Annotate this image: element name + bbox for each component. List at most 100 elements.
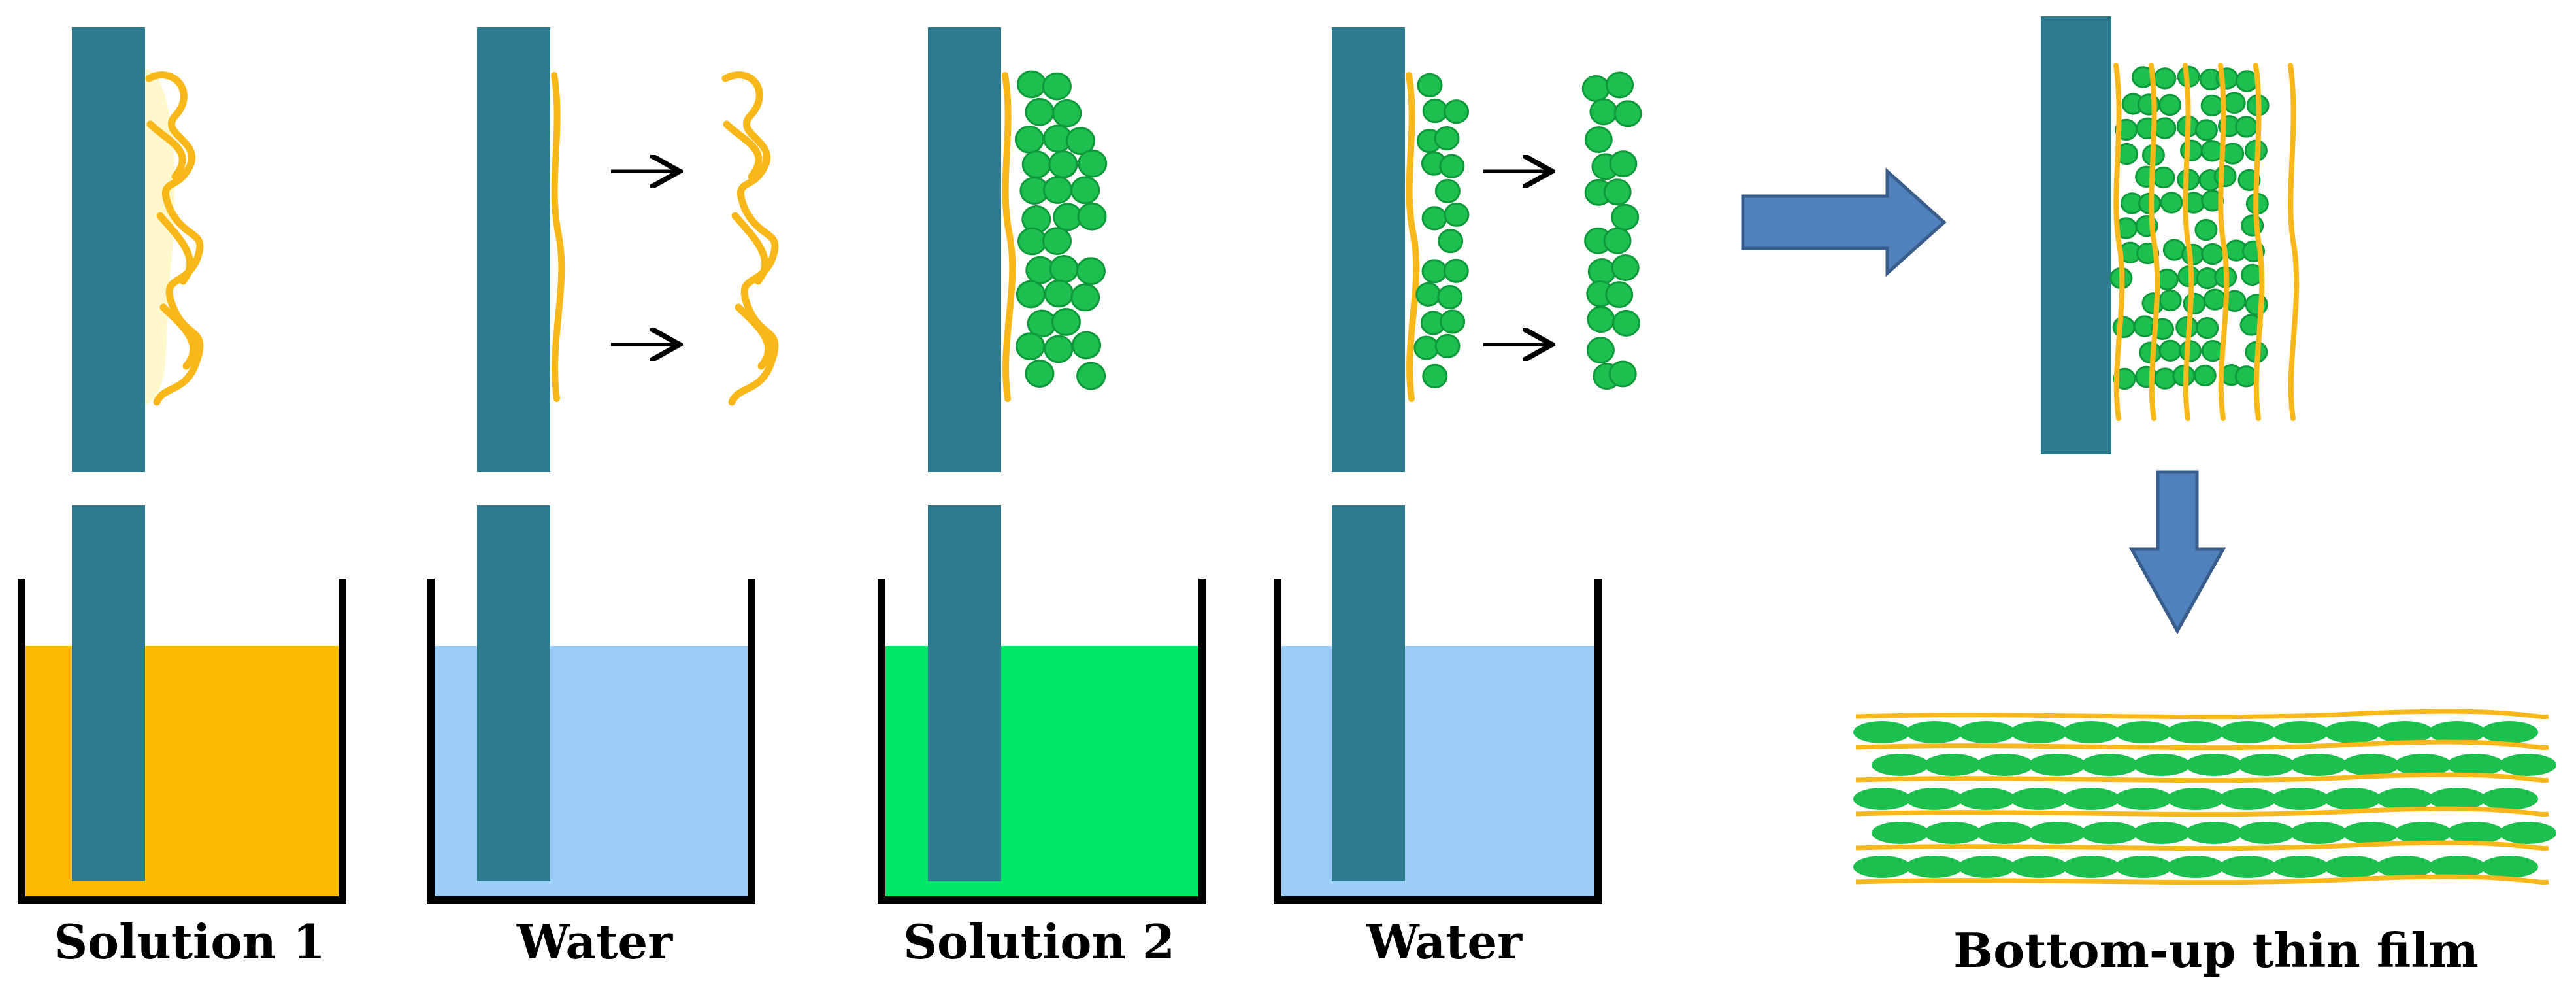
film-particle [2062, 856, 2120, 878]
particle [2152, 166, 2175, 189]
film-particle [1872, 754, 1929, 776]
step-1-polymer-coil [145, 71, 204, 406]
particle [2193, 364, 2217, 387]
film-particle [2342, 754, 2400, 776]
particle [1606, 71, 1634, 99]
particle [1444, 99, 1470, 124]
particle [1077, 202, 1107, 231]
film-particle [2428, 788, 2486, 810]
film-particle [2167, 856, 2224, 878]
particle [1581, 75, 1610, 102]
step-4-group [1274, 27, 1642, 904]
particle [1044, 279, 1074, 308]
particle [1016, 280, 1046, 309]
particle [1584, 126, 1613, 154]
result-label: Bottom-up thin film [1953, 922, 2479, 978]
film-particle [2010, 856, 2068, 878]
multilayer-substrate [2041, 16, 2111, 454]
step-2-label: Water [516, 914, 673, 970]
film-particle [2324, 788, 2381, 810]
film-particle [1958, 788, 2015, 810]
particle [1053, 203, 1083, 231]
film-particle [2115, 721, 2172, 743]
film-particle [1976, 754, 2034, 776]
particle [1609, 150, 1638, 178]
particle [1587, 258, 1616, 285]
particle [1608, 360, 1637, 388]
particle [2213, 165, 2237, 188]
particle [2200, 94, 2224, 117]
repeat-arrow-right [1741, 167, 1947, 277]
particle [1603, 227, 1632, 254]
particle [1048, 150, 1078, 178]
particle [1438, 229, 1464, 254]
film-particle [2481, 788, 2538, 810]
particle [1603, 178, 1632, 206]
film-particle [2324, 856, 2381, 878]
particle [1051, 307, 1081, 336]
particle [2203, 288, 2226, 311]
film-particle [2028, 822, 2086, 844]
particle [2234, 365, 2258, 388]
particle [1443, 258, 1469, 283]
particle [1434, 178, 1461, 203]
particle [1017, 70, 1047, 99]
particle [1589, 98, 1618, 126]
step-3-label: Solution 2 [903, 914, 1175, 970]
film-particle [2271, 856, 2329, 878]
particle [1025, 360, 1055, 388]
particle [2153, 117, 2177, 139]
film-particle [1958, 856, 2015, 878]
film-particle [2271, 788, 2329, 810]
result-arrow-down [2128, 470, 2226, 635]
particle [1072, 331, 1102, 360]
particle [2112, 316, 2136, 339]
particle [2194, 218, 2218, 241]
step-4-label: Water [1366, 914, 1523, 970]
film-particle [2185, 754, 2243, 776]
film-particle [2062, 721, 2120, 743]
film-particle [1924, 754, 1981, 776]
step-3-beaker [878, 579, 1206, 904]
particle [1042, 227, 1072, 256]
film-particle [2428, 721, 2486, 743]
particle [2196, 317, 2219, 339]
film-polymer-line [1855, 772, 2549, 783]
step-2-substrate-dipped [477, 505, 550, 881]
film-particle [2499, 754, 2556, 776]
particle [1422, 363, 1448, 389]
film-particle [2376, 788, 2434, 810]
particle [1421, 259, 1447, 284]
film-particle [2499, 822, 2556, 844]
step-4-polymer-layer [1406, 72, 1420, 402]
step-1-substrate-top [72, 27, 145, 472]
particle [1017, 227, 1047, 256]
particle [1439, 154, 1465, 178]
film-particle [2185, 822, 2243, 844]
particle [1611, 309, 1640, 337]
step-3-substrate-dipped [928, 505, 1001, 881]
film-particle [1906, 856, 1963, 878]
thin-film-stack [1853, 709, 2556, 885]
film-particle [1924, 822, 1981, 844]
particle [2158, 289, 2182, 312]
multilayer-polymer-layers [2113, 63, 2300, 421]
particle [1437, 284, 1463, 310]
film-particle [2115, 856, 2172, 878]
film-particle [2133, 754, 2190, 776]
film-particle [2219, 856, 2277, 878]
film-polymer-line [1855, 806, 2549, 817]
film-polymer-line [1855, 709, 2549, 720]
film-particle [2219, 721, 2277, 743]
film-particle [2342, 822, 2400, 844]
film-particle [2290, 754, 2347, 776]
particle [1421, 206, 1447, 231]
film-particle [2376, 856, 2434, 878]
particle [1587, 306, 1615, 333]
film-particle [2081, 822, 2138, 844]
film-particle [2481, 856, 2538, 878]
film-particle [2010, 721, 2068, 743]
film-particle [1906, 721, 1963, 743]
step-1-group [18, 27, 346, 904]
polymer-strand [2113, 63, 2125, 421]
